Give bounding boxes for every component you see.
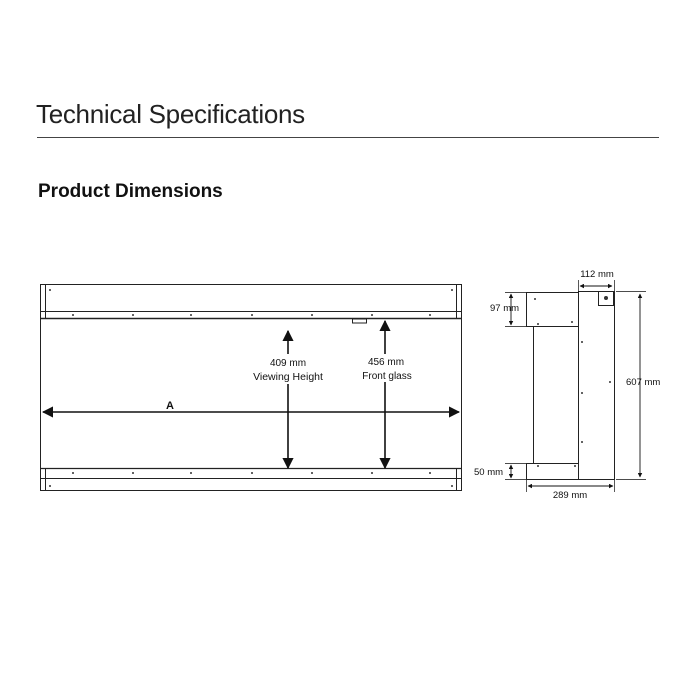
side-wall-bracket: [598, 291, 614, 306]
bottom-offset-label: 50 mm: [474, 467, 503, 478]
viewing-height-label: Viewing Height: [253, 371, 323, 383]
front-outer-frame: [40, 284, 462, 491]
viewing-height-value: 409 mm: [270, 358, 306, 369]
front-top-clip: [352, 318, 367, 324]
total-height-label: 607 mm: [626, 377, 660, 388]
page-title: Technical Specifications: [36, 99, 305, 129]
side-rear-body: [526, 291, 615, 480]
front-view: [40, 284, 462, 491]
side-top-block: [526, 292, 579, 327]
side-view: [526, 291, 615, 480]
front-fixing-dots: [49, 289, 453, 487]
depth-top-label: 112 mm: [580, 269, 614, 280]
side-fixing-dots: [534, 296, 611, 467]
total-depth-label: 289 mm: [553, 490, 587, 501]
front-glass-label-bg: [356, 354, 416, 382]
top-offset-label: 97 mm: [490, 303, 519, 314]
front-glass-label: Front glass: [362, 371, 411, 382]
width-label: A: [166, 400, 174, 412]
section-title: Product Dimensions: [38, 181, 223, 202]
front-glass-value: 456 mm: [368, 357, 404, 368]
title-divider: [37, 137, 659, 138]
viewing-height-label-bg: [247, 354, 331, 384]
side-bottom-block: [526, 463, 579, 480]
